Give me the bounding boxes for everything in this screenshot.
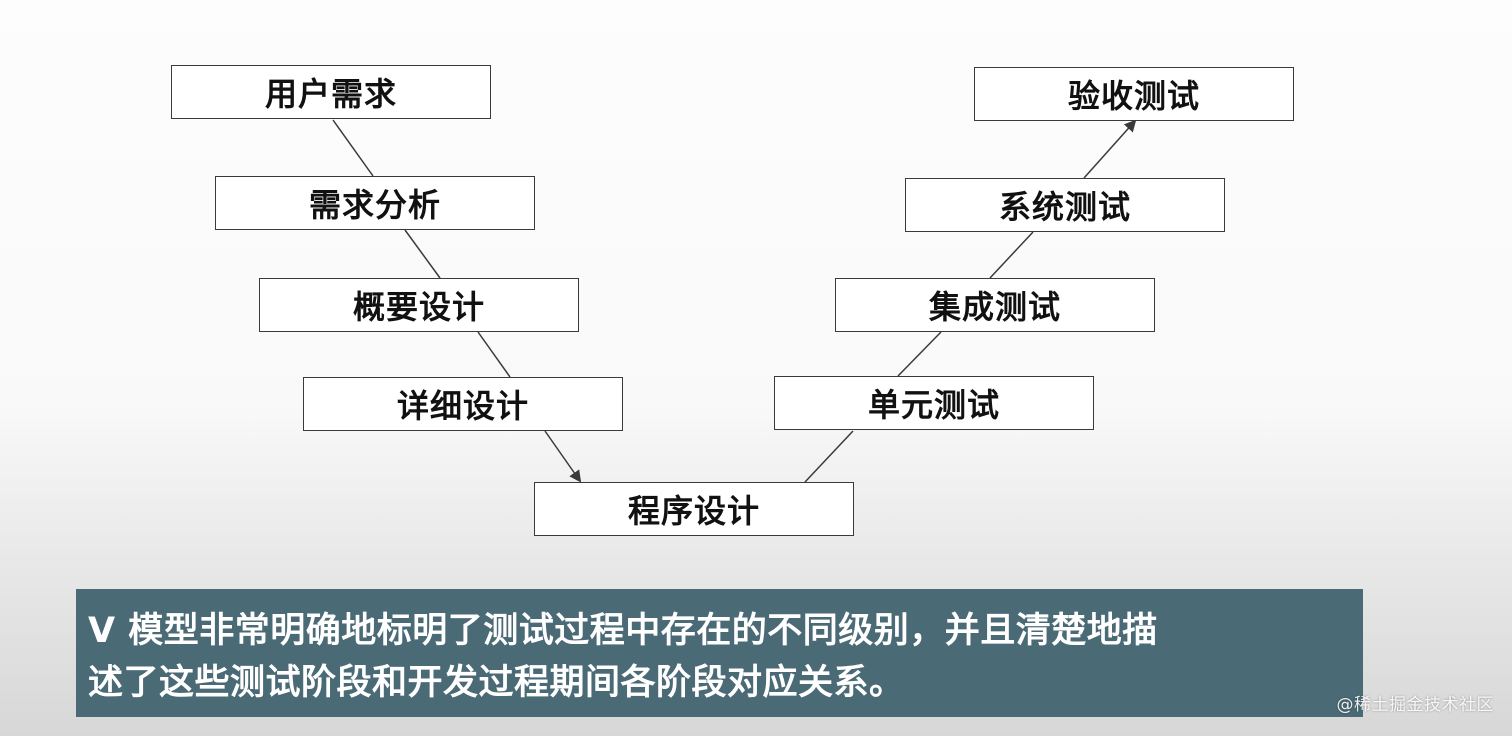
subtitle-caption: V 模型非常明确地标明了测试过程中存在的不同级别，并且清楚地描 述了这些测试阶段… (76, 589, 1363, 717)
stage-label: 用户需求 (264, 75, 397, 113)
stage-system-test: 系统测试 (905, 178, 1225, 232)
stage-label: 验收测试 (1067, 77, 1200, 115)
connector-unit-test-to-integration-test (897, 331, 942, 377)
stage-label: 程序设计 (627, 492, 760, 530)
stage-unit-test: 单元测试 (774, 376, 1094, 430)
stage-label: 系统测试 (998, 188, 1131, 226)
stage-integration-test: 集成测试 (835, 278, 1155, 332)
stage-detailed-design: 详细设计 (303, 377, 623, 431)
subtitle-line-2: 述了这些测试阶段和开发过程期间各阶段对应关系。 (88, 663, 905, 703)
arrow-detailed-design-to-programming (544, 430, 582, 483)
stage-programming: 程序设计 (534, 482, 854, 536)
connector-programming-to-unit-test (804, 430, 854, 483)
stage-high-level-design: 概要设计 (259, 278, 579, 332)
watermark: @稀土掘金技术社区 (1336, 695, 1494, 715)
connector-integration-test-to-system-test (989, 231, 1034, 279)
stage-label: 详细设计 (396, 387, 529, 425)
stage-label: 需求分析 (308, 186, 441, 224)
arrow-system-test-to-acceptance-test (1083, 119, 1137, 179)
subtitle-line-1: V 模型非常明确地标明了测试过程中存在的不同级别，并且清楚地描 (88, 611, 1158, 651)
stage-label: 单元测试 (867, 386, 1000, 424)
connector-high-level-to-detailed-design (477, 331, 511, 378)
stage-label: 集成测试 (928, 288, 1061, 326)
stage-acceptance-test: 验收测试 (974, 67, 1294, 121)
connector-user-req-to-req-analysis (332, 119, 374, 177)
stage-user-requirements: 用户需求 (171, 65, 491, 119)
connector-req-analysis-to-high-level-design (404, 229, 441, 279)
stage-label: 概要设计 (352, 288, 485, 326)
stage-requirements-analysis: 需求分析 (215, 176, 535, 230)
